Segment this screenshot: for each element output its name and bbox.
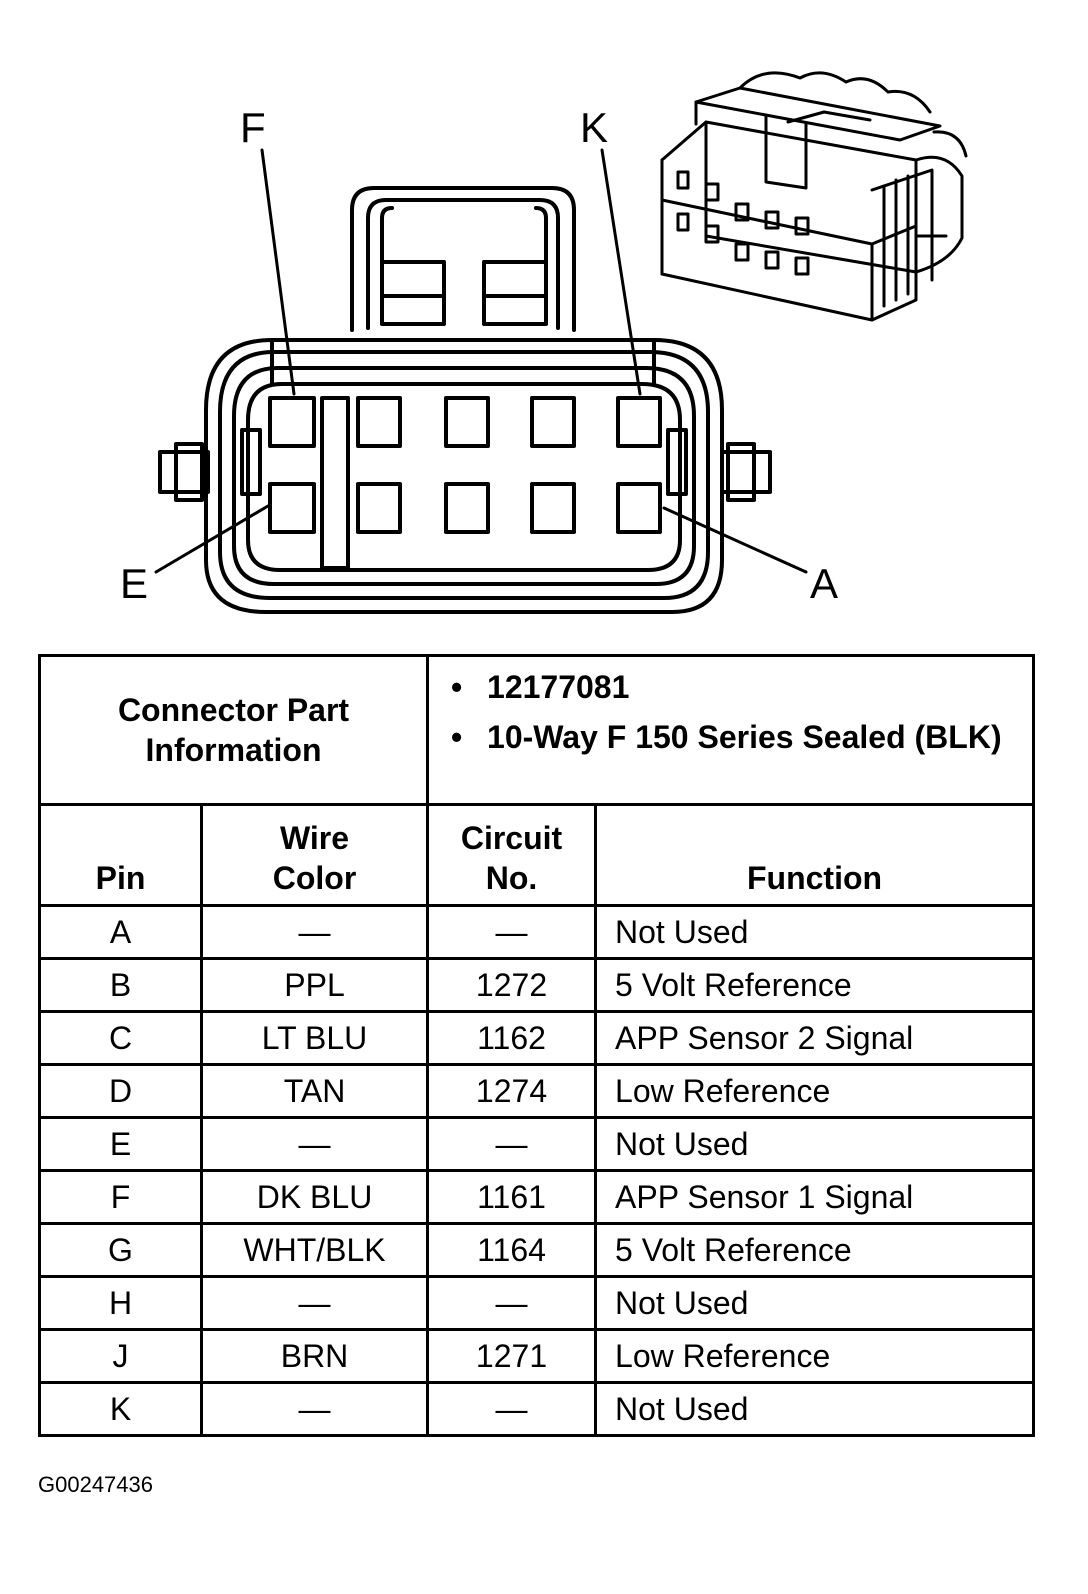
callout-a: A [810,560,838,607]
cavity-k [616,396,662,448]
connector-iso-view [660,71,968,322]
wire-color-cell: DK BLU [199,1169,430,1225]
callout-leaders [154,148,808,574]
wire-color-cell: TAN [199,1063,430,1119]
wire-color-cell: WHT/BLK [199,1222,430,1278]
function-cell: Not Used [594,1275,1036,1331]
wire-color-cell: LT BLU [199,1010,430,1066]
circuit-cell: 1162 [426,1010,598,1066]
connector-body [158,338,772,614]
table-row: A——Not Used [38,904,1036,960]
table-row: K——Not Used [38,1381,1036,1437]
function-cell: Not Used [594,1381,1036,1437]
circuit-cell: — [426,1275,598,1331]
wire-color-cell: — [199,1116,430,1172]
wire-color-cell: BRN [199,1328,430,1384]
pin-cell: G [38,1222,203,1278]
part-info-row: Connector Part Information •12177081 •10… [37,654,1036,806]
function-cell: Low Reference [594,1328,1036,1384]
function-cell: APP Sensor 2 Signal [594,1010,1036,1066]
wire-color-cell: — [199,1381,430,1437]
callout-f: F [240,104,266,151]
wire-color-cell: — [199,1275,430,1331]
part-info-details: •12177081 •10-Way F 150 Series Sealed (B… [426,654,1036,806]
function-cell: Not Used [594,1116,1036,1172]
pin-cell: F [38,1169,203,1225]
circuit-cell: 1164 [426,1222,598,1278]
connector-pinout-table: Connector Part Information •12177081 •10… [37,654,1036,1437]
pin-cell: C [38,1010,203,1066]
pin-cell: B [38,957,203,1013]
pin-cell: K [38,1381,203,1437]
function-cell: 5 Volt Reference [594,1222,1036,1278]
figure-id: G00247436 [38,1472,153,1497]
part-number: •12177081 [451,669,630,705]
circuit-cell: — [426,1381,598,1437]
table-row: E——Not Used [38,1116,1036,1172]
pin-cell: H [38,1275,203,1331]
pin-cell: A [38,904,203,960]
circuit-cell: — [426,1116,598,1172]
function-cell: Not Used [594,904,1036,960]
circuit-cell: 1272 [426,957,598,1013]
connector-diagram: F K E A [120,71,968,614]
connector-latch [350,186,576,332]
header-pin: Pin [38,803,203,907]
callout-k: K [580,104,608,151]
circuit-cell: 1271 [426,1328,598,1384]
cavity-f [268,396,316,448]
circuit-cell: 1274 [426,1063,598,1119]
function-cell: 5 Volt Reference [594,957,1036,1013]
cavity-a [616,482,662,534]
wire-color-cell: PPL [199,957,430,1013]
pin-cell: D [38,1063,203,1119]
circuit-cell: 1161 [426,1169,598,1225]
table-row: H——Not Used [38,1275,1036,1331]
header-circuit-no: Circuit No. [426,803,598,907]
connector-cavities [268,396,662,534]
part-info-label: Connector Part Information [37,654,430,806]
part-description: •10-Way F 150 Series Sealed (BLK) [451,719,1002,755]
header-function: Function [594,803,1036,907]
callout-e: E [120,560,148,607]
function-cell: Low Reference [594,1063,1036,1119]
cavity-e [268,482,316,534]
pin-cell: J [38,1328,203,1384]
circuit-cell: — [426,904,598,960]
wire-color-cell: — [199,904,430,960]
function-cell: APP Sensor 1 Signal [594,1169,1036,1225]
pin-cell: E [38,1116,203,1172]
header-wire-color: Wire Color [199,803,430,907]
table-header: Pin Wire Color Circuit No. Function [38,803,1036,907]
